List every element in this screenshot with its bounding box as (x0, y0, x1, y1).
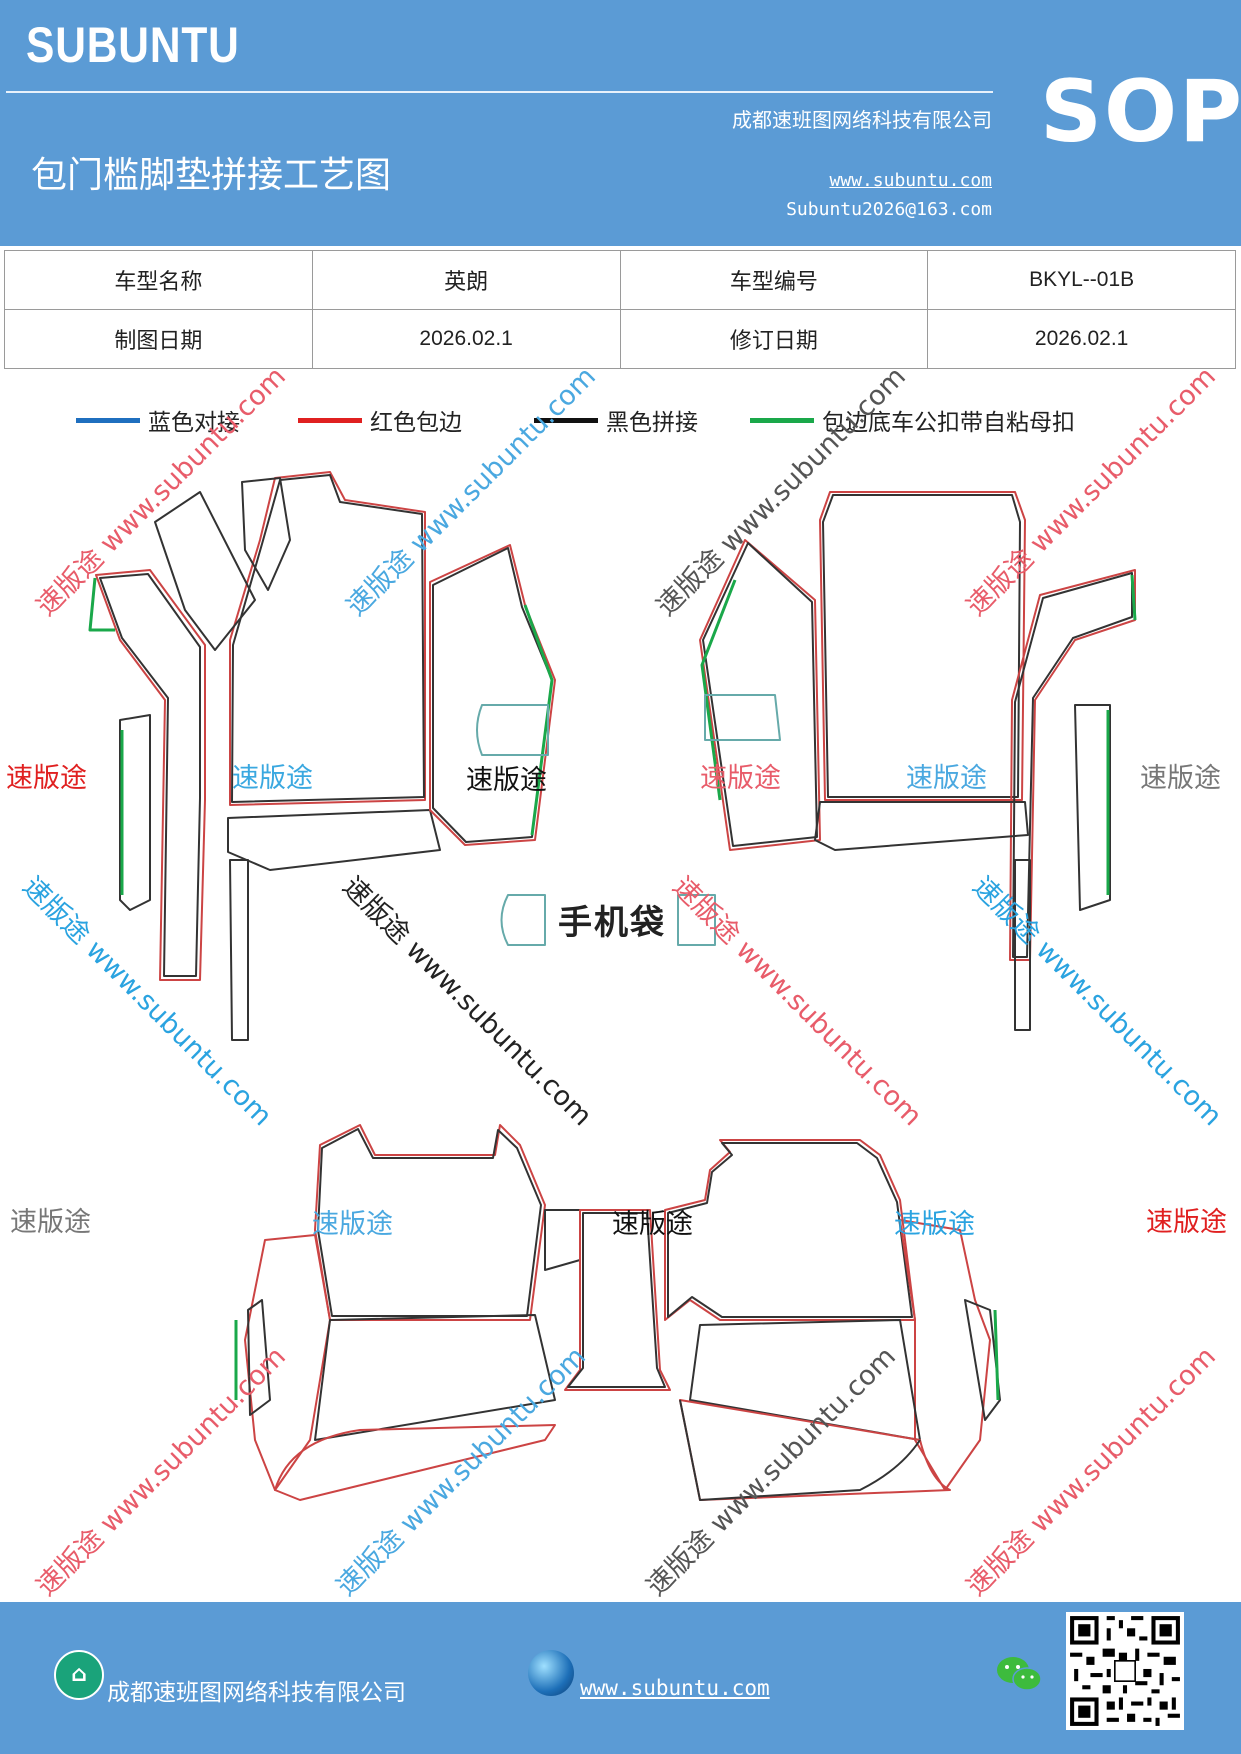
table-cell: 车型名称 (4, 250, 313, 310)
table-cell: BKYL--01B (927, 250, 1236, 310)
qr-code-icon (1066, 1612, 1184, 1730)
mat-piece (819, 491, 1026, 801)
legend-label: 红色包边 (370, 410, 462, 436)
mat-piece (229, 471, 426, 806)
legend-swatch (534, 417, 598, 423)
table-row: 制图日期 2026.02.1 修订日期 2026.02.1 (4, 309, 1236, 369)
mat-piece (1014, 859, 1031, 1031)
mat-piece (317, 1128, 542, 1317)
mat-piece (704, 694, 781, 741)
mat-piece (899, 1219, 991, 1491)
mat-piece (679, 1399, 951, 1501)
mat-piece (241, 477, 291, 591)
mat-piece (274, 1424, 556, 1501)
table-cell: 修订日期 (619, 309, 929, 369)
mat-piece (664, 1139, 916, 1321)
table-cell: 2026.02.1 (927, 309, 1236, 369)
legend-item: 红色包边 (298, 400, 462, 440)
mat-piece (523, 604, 554, 836)
watermark: 速版途 (1140, 763, 1221, 794)
info-table: 车型名称 英朗 车型编号 BKYL--01B 制图日期 2026.02.1 修订… (4, 250, 1236, 369)
mat-piece (814, 801, 1029, 851)
mat-piece (544, 1209, 581, 1271)
header-company: 成都速班图网络科技有限公司 (732, 108, 992, 132)
watermark: 速版途 (906, 763, 987, 794)
mat-piece (95, 569, 206, 981)
legend-item: 黑色拼接 (534, 400, 698, 440)
watermark: 速版途 (6, 763, 87, 794)
page-title: 包门槛脚垫拼接工艺图 (31, 155, 392, 196)
mat-diagram (88, 471, 1137, 1501)
mat-piece (500, 894, 546, 946)
mat-piece (702, 542, 818, 847)
mat-piece (699, 539, 821, 851)
home-icon: ⌂ (54, 1650, 104, 1700)
footer-website-link[interactable]: www.subuntu.com (580, 1676, 770, 1700)
header-divider (6, 91, 993, 93)
watermark: 速版途 (1146, 1207, 1227, 1238)
header-website-link[interactable]: www.subuntu.com (829, 170, 992, 191)
watermark: 速版途 (466, 765, 547, 796)
watermark: 速版途 (700, 763, 781, 794)
legend-swatch (750, 417, 814, 423)
mat-piece (119, 714, 151, 911)
mat-piece (689, 1319, 921, 1441)
wechat-icon (997, 1657, 1042, 1691)
globe-icon (528, 1650, 574, 1696)
mat-piece (700, 579, 737, 801)
mat-piece (99, 573, 201, 977)
phone-pocket-label: 手机袋 (558, 903, 666, 943)
mat-piece (229, 859, 249, 1041)
mat-piece (231, 474, 425, 803)
legend-label: 包边底车公扣带自粘母扣 (822, 410, 1075, 436)
legend-item: 蓝色对接 (76, 400, 240, 440)
table-cell: 2026.02.1 (311, 309, 621, 369)
mat-piece (677, 894, 716, 946)
table-cell: 英朗 (311, 250, 621, 310)
header-banner: SUBUNTU 成都速班图网络科技有限公司 包门槛脚垫拼接工艺图 www.sub… (0, 0, 1241, 246)
mat-piece (88, 577, 115, 632)
mat-piece (1009, 569, 1136, 961)
doc-type-label: SOP (1040, 62, 1241, 162)
footer-company: 成都速班图网络科技有限公司 (107, 1680, 406, 1706)
legend-swatch (298, 417, 362, 423)
mat-piece (1074, 704, 1111, 911)
mat-piece (1130, 574, 1137, 621)
legend-label: 蓝色对接 (148, 410, 240, 436)
mat-piece (964, 1299, 1001, 1421)
mat-piece (227, 809, 441, 871)
mat-piece (154, 491, 256, 651)
brand-logo: SUBUNTU (26, 17, 240, 73)
header-email: Subuntu2026@163.com (786, 199, 992, 220)
watermark: 速版途 (894, 1209, 975, 1240)
legend-item: 包边底车公扣带自粘母扣 (750, 400, 1075, 440)
mat-piece (247, 1299, 271, 1416)
mat-piece (679, 1399, 921, 1501)
mat-piece (476, 704, 549, 756)
watermark: 速版途 (612, 1209, 693, 1240)
mat-piece (667, 1142, 913, 1318)
mat-piece (567, 1212, 666, 1388)
table-cell: 制图日期 (4, 309, 313, 369)
watermark: 速版途 (312, 1209, 393, 1240)
mat-piece (244, 1234, 331, 1491)
mat-piece (314, 1314, 556, 1441)
mat-piece (432, 547, 553, 843)
mat-piece (993, 1309, 1000, 1401)
watermark: 速版途 (10, 1207, 91, 1238)
mat-piece (564, 1209, 671, 1391)
table-row: 车型名称 英朗 车型编号 BKYL--01B (4, 250, 1236, 310)
legend-swatch (76, 417, 140, 423)
legend-label: 黑色拼接 (606, 410, 698, 436)
watermark: 速版途 (232, 763, 313, 794)
mat-piece (822, 494, 1021, 798)
mat-piece (429, 544, 556, 846)
table-cell: 车型编号 (619, 250, 929, 310)
